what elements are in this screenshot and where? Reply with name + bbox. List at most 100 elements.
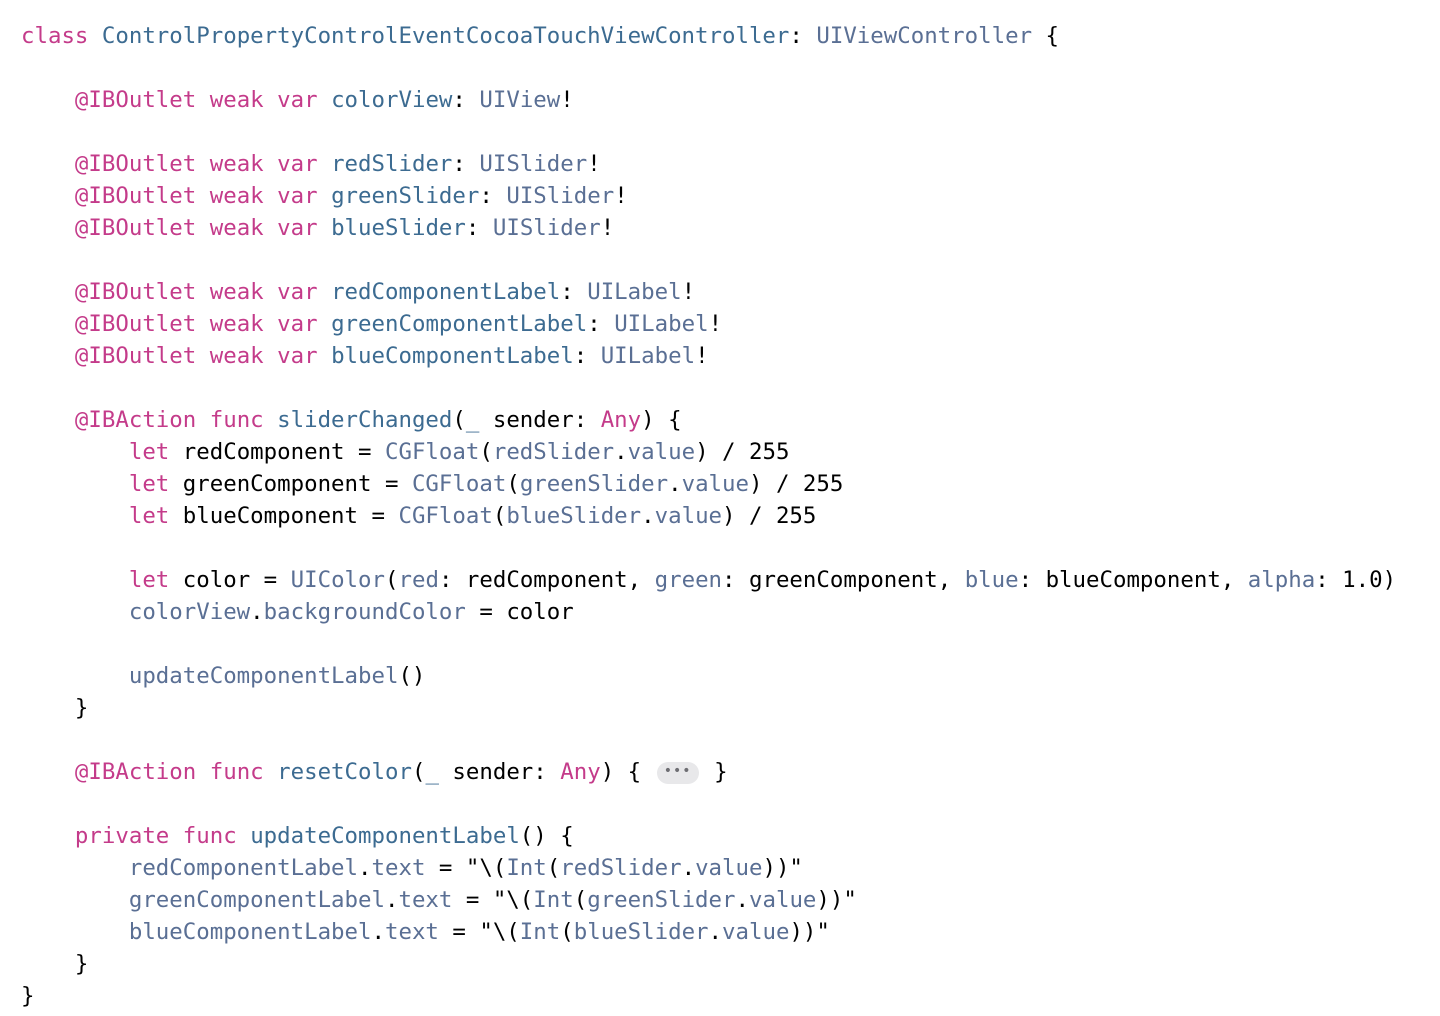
- declared-identifier-token: colorView: [331, 87, 453, 113]
- plain-text-token: [21, 183, 75, 209]
- plain-text-token: (: [560, 919, 574, 945]
- reference-identifier-token: text: [371, 855, 426, 881]
- keyword-token: Any: [560, 759, 601, 785]
- plain-text-token: (: [411, 759, 426, 785]
- keyword-token: var: [277, 343, 318, 369]
- plain-text-token: .: [250, 599, 264, 625]
- code-line: @IBOutlet weak var greenComponentLabel: …: [21, 308, 722, 340]
- reference-identifier-token: colorView: [128, 599, 251, 625]
- plain-text-token: [264, 407, 277, 433]
- plain-text-token: = "\(: [425, 855, 507, 881]
- plain-text-token: [21, 823, 75, 849]
- plain-text-token: [21, 855, 129, 881]
- plain-text-token: (: [492, 503, 507, 529]
- keyword-token: @IBOutlet: [74, 87, 197, 113]
- keyword-token: var: [277, 183, 318, 209]
- plain-text-token: ))": [762, 855, 803, 881]
- plain-text-token: [196, 151, 209, 177]
- declared-identifier-token: _: [465, 407, 480, 433]
- reference-identifier-token: UIColor: [290, 567, 385, 593]
- plain-text-token: (: [546, 855, 561, 881]
- code-line: @IBAction func sliderChanged(_ sender: A…: [21, 404, 682, 436]
- keyword-token: @IBOutlet: [74, 311, 197, 337]
- code-line: @IBOutlet weak var blueSlider: UISlider!: [21, 212, 614, 244]
- plain-text-token: color =: [169, 567, 291, 593]
- reference-identifier-token: Int: [519, 919, 561, 945]
- plain-text-token: :: [789, 23, 817, 49]
- plain-text-token: !: [708, 311, 723, 337]
- plain-text-token: ) / 255: [749, 471, 844, 497]
- plain-text-token: [196, 343, 209, 369]
- plain-text-token: [21, 311, 75, 337]
- keyword-token: weak: [209, 151, 264, 177]
- keyword-token: weak: [209, 279, 264, 305]
- plain-text-token: [196, 407, 209, 433]
- code-line: let greenComponent = CGFloat(greenSlider…: [21, 468, 844, 500]
- plain-text-token: }: [21, 983, 35, 1009]
- plain-text-token: () {: [519, 823, 574, 849]
- plain-text-token: redComponent =: [169, 439, 385, 465]
- reference-identifier-token: UILabel: [614, 311, 709, 337]
- plain-text-token: [318, 343, 331, 369]
- plain-text-token: [196, 215, 209, 241]
- plain-text-token: ) {: [600, 759, 655, 785]
- keyword-token: @IBAction: [74, 407, 197, 433]
- code-line: colorView.backgroundColor = color: [21, 596, 574, 628]
- keyword-token: func: [182, 823, 237, 849]
- reference-identifier-token: value: [722, 919, 790, 945]
- reference-identifier-token: value: [654, 503, 723, 529]
- plain-text-token: [88, 23, 101, 49]
- plain-text-token: .: [735, 887, 749, 913]
- plain-text-token: [21, 503, 129, 529]
- keyword-token: weak: [209, 343, 264, 369]
- declared-identifier-token: redSlider: [331, 151, 453, 177]
- plain-text-token: sender:: [438, 759, 561, 785]
- plain-text-token: : blueComponent,: [1018, 567, 1248, 593]
- keyword-token: func: [209, 759, 264, 785]
- plain-text-token: :: [452, 151, 480, 177]
- plain-text-token: [264, 279, 277, 305]
- plain-text-token: = color: [465, 599, 574, 625]
- keyword-token: private: [74, 823, 170, 849]
- reference-identifier-token: UISlider: [506, 183, 615, 209]
- plain-text-token: (: [452, 407, 466, 433]
- plain-text-token: greenComponent =: [169, 471, 412, 497]
- plain-text-token: [196, 311, 209, 337]
- keyword-token: Any: [600, 407, 642, 433]
- declared-identifier-token: greenSlider: [331, 183, 480, 209]
- plain-text-token: .: [384, 887, 399, 913]
- reference-identifier-token: Int: [506, 855, 547, 881]
- reference-identifier-token: UILabel: [587, 279, 682, 305]
- plain-text-token: !: [614, 183, 628, 209]
- plain-text-token: [196, 279, 209, 305]
- plain-text-token: (: [573, 887, 588, 913]
- keyword-token: var: [277, 87, 318, 113]
- declared-identifier-token: sliderChanged: [277, 407, 453, 433]
- code-fold-ellipsis-button[interactable]: •••: [656, 761, 699, 784]
- keyword-token: weak: [209, 183, 264, 209]
- keyword-token: let: [128, 439, 170, 465]
- reference-identifier-token: blueComponentLabel: [128, 919, 372, 945]
- keyword-token: weak: [209, 215, 264, 241]
- reference-identifier-token: alpha: [1247, 567, 1316, 593]
- plain-text-token: .: [358, 855, 372, 881]
- keyword-token: var: [277, 151, 318, 177]
- reference-identifier-token: greenComponentLabel: [128, 887, 385, 913]
- reference-identifier-token: value: [695, 855, 763, 881]
- reference-identifier-token: red: [398, 567, 439, 593]
- keyword-token: weak: [209, 311, 264, 337]
- plain-text-token: [264, 215, 277, 241]
- keyword-token: let: [128, 471, 170, 497]
- reference-identifier-token: value: [627, 439, 696, 465]
- code-line: @IBOutlet weak var greenSlider: UISlider…: [21, 180, 628, 212]
- plain-text-token: [264, 151, 277, 177]
- plain-text-token: : greenComponent,: [722, 567, 965, 593]
- code-line: }: [21, 692, 89, 724]
- reference-identifier-token: CGFloat: [411, 471, 507, 497]
- plain-text-token: sender:: [479, 407, 601, 433]
- keyword-token: let: [128, 503, 170, 529]
- plain-text-token: .: [371, 919, 385, 945]
- plain-text-token: [21, 343, 75, 369]
- code-line: let color = UIColor(red: redComponent, g…: [21, 564, 1396, 596]
